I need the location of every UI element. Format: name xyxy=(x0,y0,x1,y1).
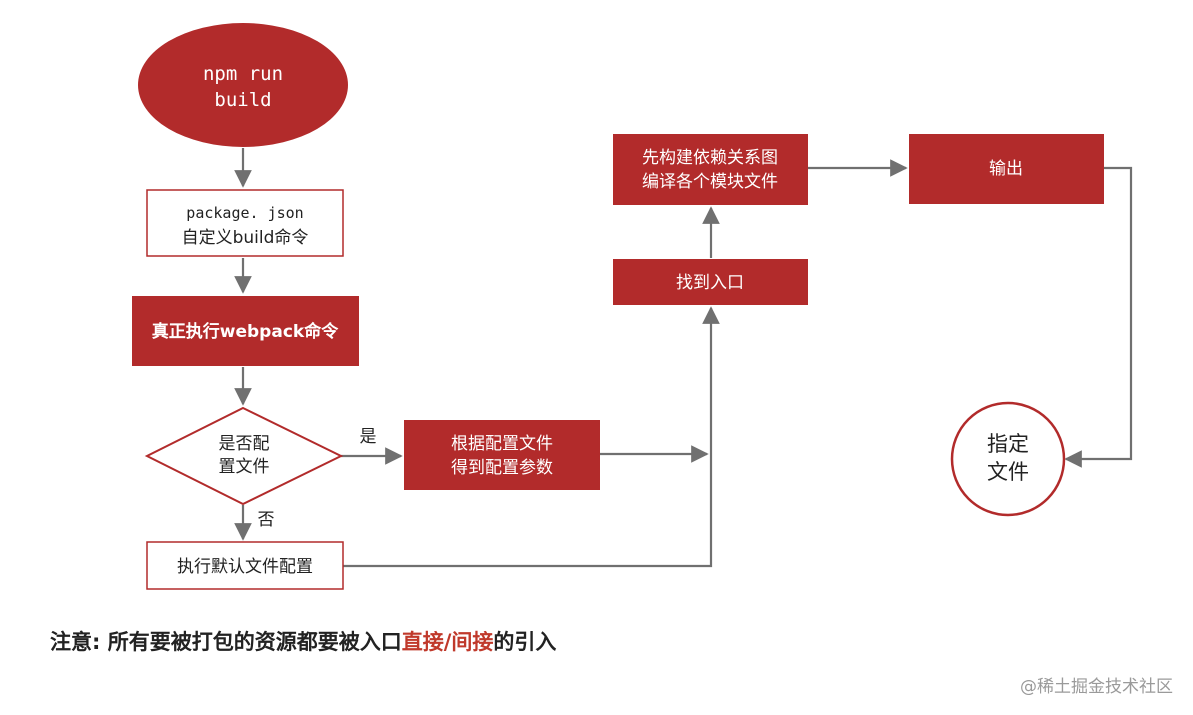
target-file-line2: 文件 xyxy=(987,460,1029,484)
note-suffix: 的引入 xyxy=(493,630,557,654)
note-text: 注意: 所有要被打包的资源都要被入口直接/间接的引入 xyxy=(50,626,556,656)
config-params-line2: 得到配置参数 xyxy=(451,458,553,478)
edge-label-yes: 是 xyxy=(360,427,377,447)
node-npm-run-build: npm run build xyxy=(138,23,348,147)
default-config-label: 执行默认文件配置 xyxy=(177,557,313,577)
webpack-command-label: 真正执行webpack命令 xyxy=(152,321,339,342)
build-graph-line1: 先构建依赖关系图 xyxy=(642,148,778,168)
node-build-graph: 先构建依赖关系图 编译各个模块文件 xyxy=(613,134,808,205)
node-find-entry: 找到入口 xyxy=(613,259,808,305)
package-json-line1: package. json xyxy=(186,204,303,222)
node-default-config: 执行默认文件配置 xyxy=(146,541,344,590)
node-package-json: package. json 自定义build命令 xyxy=(146,189,344,257)
node-config-params: 根据配置文件 得到配置参数 xyxy=(404,420,600,490)
decision-line1: 是否配 xyxy=(219,434,270,454)
package-json-line2: 自定义build命令 xyxy=(182,228,309,248)
edge-default-to-entry xyxy=(343,306,720,568)
edge-label-no: 否 xyxy=(258,510,275,530)
node-target-file: 指定 文件 xyxy=(950,401,1066,517)
config-params-line1: 根据配置文件 xyxy=(451,434,553,454)
target-file-line1: 指定 xyxy=(987,432,1029,456)
output-label: 输出 xyxy=(989,159,1023,179)
note-prefix: 注意: 所有要被打包的资源都要被入口 xyxy=(50,630,402,654)
find-entry-label: 找到入口 xyxy=(676,273,744,293)
node-output: 输出 xyxy=(909,134,1104,204)
npm-run-line1: npm run xyxy=(203,63,283,85)
note-highlight: 直接/间接 xyxy=(401,630,494,654)
node-config-decision: 是否配 置文件 xyxy=(144,406,344,506)
node-webpack-command: 真正执行webpack命令 xyxy=(132,296,359,366)
decision-line2: 置文件 xyxy=(219,457,270,477)
npm-run-line2: build xyxy=(214,89,271,111)
watermark: @稀土掘金技术社区 xyxy=(1020,677,1173,697)
build-graph-line2: 编译各个模块文件 xyxy=(642,172,778,192)
edge-output-to-file xyxy=(1064,166,1133,468)
